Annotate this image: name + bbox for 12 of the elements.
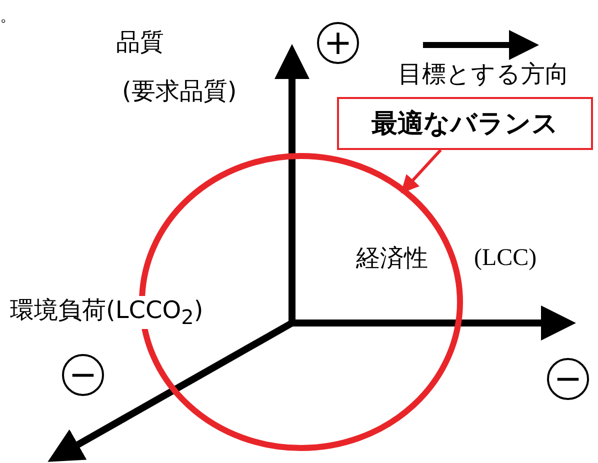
minus-sign: − xyxy=(62,354,104,396)
mark: 。 xyxy=(0,8,16,24)
axis-label: (要求品質) xyxy=(122,79,237,103)
plus-sign: + xyxy=(317,22,359,64)
axis-label: (LCC) xyxy=(474,246,537,270)
axis-label: 経済性 xyxy=(356,246,428,270)
axis-label: 品質 xyxy=(116,30,164,54)
axis-label: 環境負荷(LCCO$_{2}$) xyxy=(10,296,204,329)
minus-sign: − xyxy=(547,358,589,400)
legend-text: 目標とする方向 xyxy=(398,62,569,86)
callout-box: 最適なバランス xyxy=(337,97,593,150)
leader-arrow xyxy=(400,148,442,194)
